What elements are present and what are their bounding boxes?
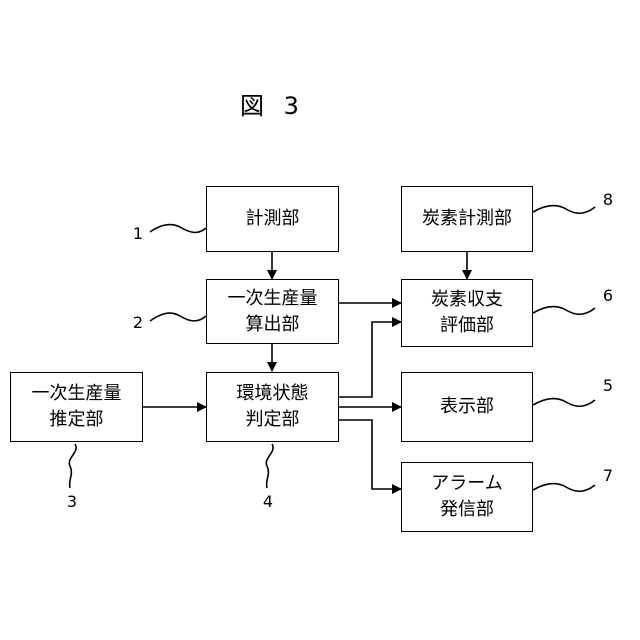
display-block: 表示部 xyxy=(401,372,533,442)
carbon-measurement-block: 炭素計測部 xyxy=(401,186,533,252)
leader-2 xyxy=(150,313,206,321)
ref-number-6: 6 xyxy=(598,286,618,305)
ref-number-1: 1 xyxy=(128,224,148,243)
primary-production-calc-block: 一次生産量 算出部 xyxy=(206,279,339,344)
ref-number-4: 4 xyxy=(258,492,278,511)
leader-7 xyxy=(533,483,595,491)
ref-number-8: 8 xyxy=(598,190,618,209)
primary-production-estimate-block: 一次生産量 推定部 xyxy=(10,372,143,442)
ref-number-2: 2 xyxy=(128,313,148,332)
ref-number-5: 5 xyxy=(598,376,618,395)
measurement-block: 計測部 xyxy=(206,186,339,252)
alarm-block: アラーム 発信部 xyxy=(401,462,533,532)
leader-3 xyxy=(69,444,76,488)
leader-6 xyxy=(533,306,595,314)
leader-5 xyxy=(533,398,595,406)
leader-4 xyxy=(266,444,273,488)
leader-1 xyxy=(150,225,206,233)
ref-number-7: 7 xyxy=(598,466,618,485)
arrow-env-judge-to-alarm xyxy=(339,420,401,489)
env-state-judge-block: 環境状態 判定部 xyxy=(206,372,339,442)
ref-number-3: 3 xyxy=(62,492,82,511)
carbon-balance-eval-block: 炭素収支 評価部 xyxy=(401,279,533,347)
arrow-env-judge-to-carbon-eval xyxy=(339,322,401,397)
leader-8 xyxy=(533,205,595,213)
